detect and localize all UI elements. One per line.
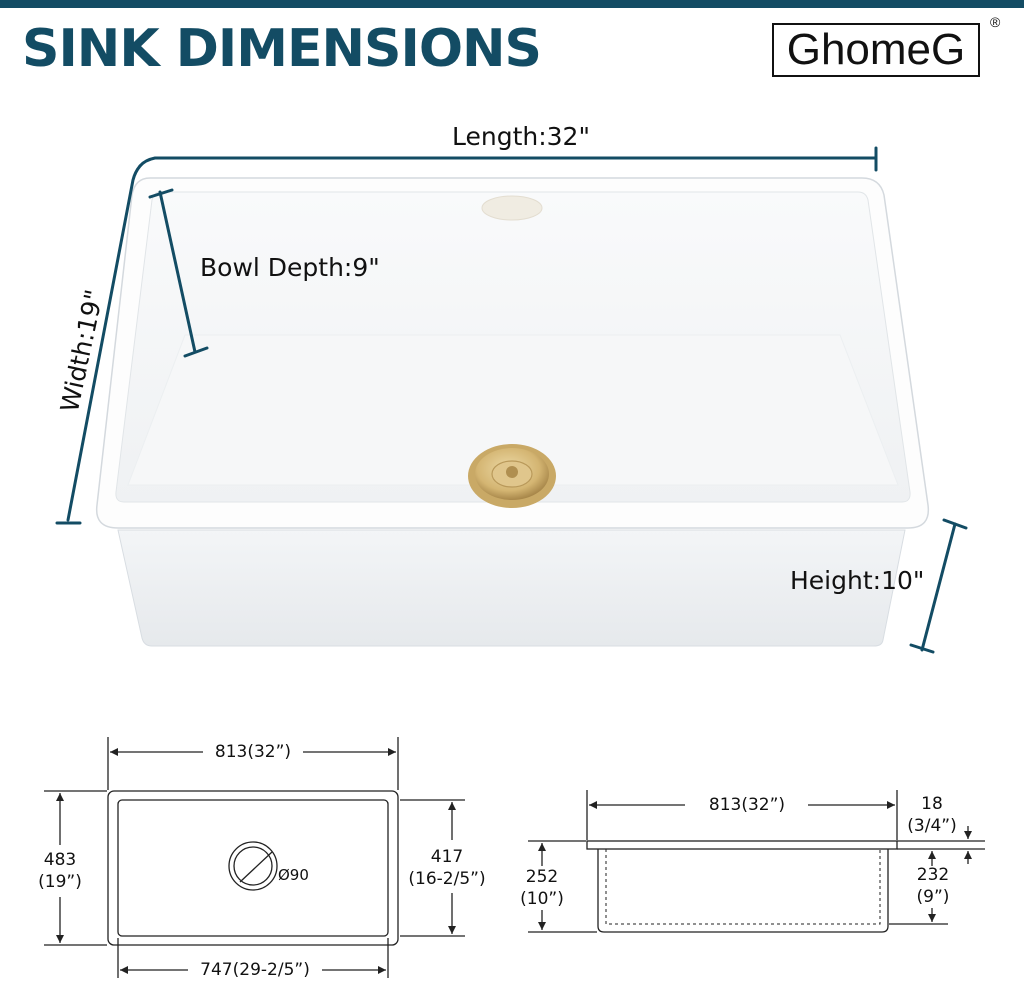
brand-logo: GhomeG bbox=[772, 23, 980, 77]
overflow-hole bbox=[481, 195, 543, 221]
sink-front-face bbox=[117, 529, 906, 647]
bowl-depth-tick-top bbox=[148, 188, 174, 199]
height-line bbox=[920, 522, 957, 652]
page-title: SINK DIMENSIONS bbox=[22, 19, 542, 79]
side-view-body bbox=[597, 849, 889, 933]
inner-width-in: (16-2/5”) bbox=[408, 869, 486, 889]
side-length-label: 813(32”) bbox=[688, 794, 806, 816]
side-view-rim bbox=[586, 840, 898, 850]
side-depth-mm: 232 bbox=[916, 865, 950, 885]
inner-width-label: 417 (16-2/5”) bbox=[402, 846, 492, 890]
top-length-mm: 813 bbox=[214, 742, 248, 762]
inner-length-in: (29-2/5”) bbox=[232, 960, 310, 980]
side-height-label: 252 (10”) bbox=[512, 866, 572, 910]
height-label: Height:10" bbox=[790, 566, 925, 595]
top-accent-bar bbox=[0, 0, 1024, 8]
top-width-label: 483 (19”) bbox=[30, 849, 90, 893]
bowl-depth-line bbox=[158, 190, 197, 354]
drain-knob bbox=[506, 466, 518, 478]
inner-length-mm: 747 bbox=[200, 960, 233, 980]
side-height-in: (10”) bbox=[520, 889, 564, 909]
top-view-inner-outline bbox=[117, 799, 389, 937]
top-view-drain-leader bbox=[239, 851, 273, 883]
side-length-mm: 813 bbox=[708, 795, 742, 815]
side-height-mm: 252 bbox=[525, 867, 559, 887]
width-dimension-line bbox=[66, 164, 142, 522]
registered-mark: ® bbox=[990, 14, 1001, 30]
top-width-mm: 483 bbox=[43, 850, 77, 870]
brand-name: GhomeG bbox=[786, 25, 966, 74]
bowl-depth-label: Bowl Depth:9" bbox=[200, 253, 380, 282]
height-tick-top bbox=[942, 518, 968, 530]
bowl-depth-tick-bottom bbox=[183, 346, 209, 358]
length-label: Length:32" bbox=[452, 122, 590, 151]
top-view-drain-inner bbox=[233, 846, 273, 886]
side-length-in: (32”) bbox=[741, 795, 786, 815]
height-tick-bottom bbox=[909, 643, 935, 654]
length-dimension-line bbox=[138, 156, 878, 168]
rim-thickness-mm: 18 bbox=[921, 794, 943, 814]
sink-bowl-floor bbox=[127, 334, 899, 486]
side-view-bowl-hidden bbox=[605, 849, 881, 925]
inner-width-mm: 417 bbox=[430, 847, 464, 867]
top-length-label: 813(32”) bbox=[203, 741, 303, 763]
top-width-in: (19”) bbox=[38, 872, 82, 892]
drain-diameter-label: Ø90 bbox=[278, 866, 309, 884]
side-depth-label: 232 (9”) bbox=[904, 864, 962, 908]
top-length-in: (32”) bbox=[247, 742, 292, 762]
top-view-outer-outline bbox=[107, 790, 399, 946]
inner-length-label: 747(29-2/5”) bbox=[188, 959, 322, 981]
rim-thickness-in: (3/4”) bbox=[907, 816, 957, 836]
side-depth-in: (9”) bbox=[916, 887, 950, 907]
top-view-drain-outer bbox=[228, 841, 278, 891]
rim-thickness-label: 18 (3/4”) bbox=[900, 793, 964, 837]
